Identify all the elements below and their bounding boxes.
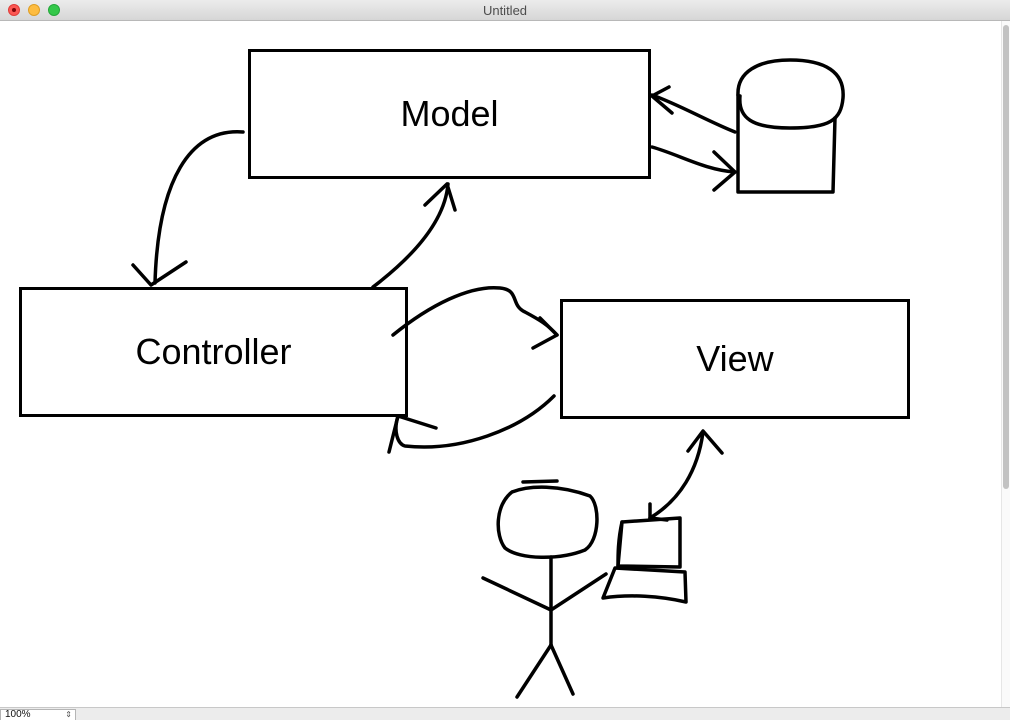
vertical-scrollbar[interactable]: [1001, 21, 1010, 707]
zoom-value: 100%: [5, 709, 31, 720]
scrollbar-thumb[interactable]: [1003, 25, 1009, 489]
arrow-model-to-controller: [131, 130, 245, 287]
view-label: View: [696, 338, 774, 379]
arrow-database-to-model: [650, 85, 737, 134]
stepper-icon[interactable]: ⇕: [65, 710, 72, 719]
status-bar: 100% ⇕: [0, 707, 1010, 720]
close-icon[interactable]: [8, 4, 20, 16]
model-box: Model: [248, 49, 651, 179]
arrow-view-to-controller: [387, 394, 556, 454]
drawing-canvas[interactable]: Model Controller View: [0, 21, 1001, 707]
zoom-icon[interactable]: [48, 4, 60, 16]
computer-icon: [601, 516, 688, 604]
arrow-controller-to-view: [391, 285, 559, 350]
window-title: Untitled: [482, 3, 528, 18]
controller-box: Controller: [19, 287, 408, 417]
view-box: View: [560, 299, 910, 419]
arrow-view-computer: [648, 429, 724, 522]
database-icon: [736, 58, 845, 194]
arrow-model-to-database: [650, 145, 737, 192]
minimize-icon[interactable]: [28, 4, 40, 16]
title-bar[interactable]: Untitled: [0, 0, 1010, 21]
controller-label: Controller: [135, 331, 292, 372]
stick-figure-icon: [481, 479, 608, 699]
zoom-select[interactable]: 100% ⇕: [0, 709, 76, 720]
model-label: Model: [400, 93, 499, 134]
arrow-controller-to-model: [371, 182, 457, 289]
